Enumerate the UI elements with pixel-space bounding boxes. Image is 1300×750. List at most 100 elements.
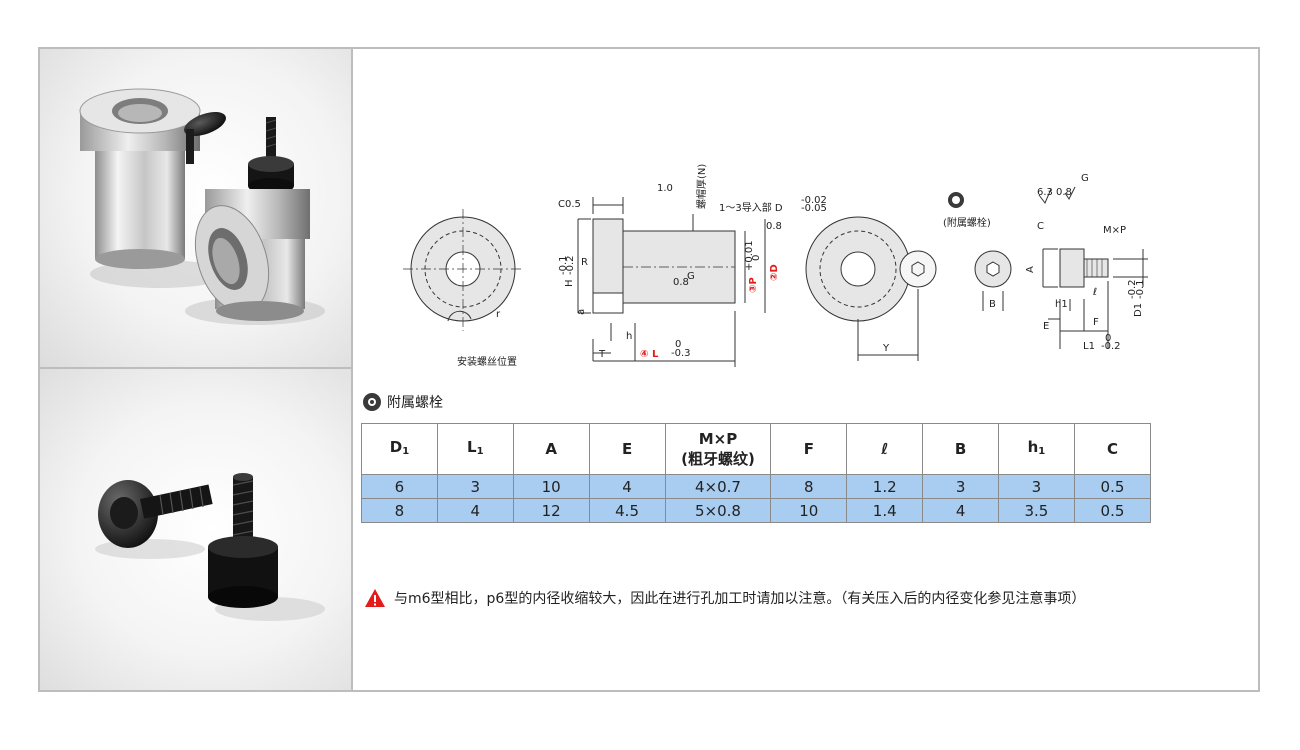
table-header-cell: E [588,423,666,475]
table-cell: 10 [770,498,848,523]
header-main: F [803,440,814,458]
warning-note-text: 与m6型相比，p6型的内径收缩较大，因此在进行孔加工时请加以注意。（有关压入后的… [394,591,1086,607]
table-cell: 1.4 [846,498,924,523]
label-H: H [564,279,575,287]
label-lead-in: 1～3导入部 D [719,201,783,214]
table-cell: 1.2 [846,474,924,499]
label-T: T [598,349,606,360]
label-B: B [989,299,996,310]
label-P-tol-top: +0.01 [744,240,755,271]
label-L: ④ L [640,349,659,360]
header-main: L [467,437,477,456]
section-title-bolt: 附属螺栓 [363,392,443,412]
section-title-text: 附属螺栓 [387,395,443,411]
label-D1-tol-bot: -0.1 [1135,279,1146,299]
header-subscript: 1 [476,445,484,457]
product-frame: 安装螺丝位置 r C0.5 1.0 螺帽厚(N) 1～3导入部 D -0.02 … [38,47,1260,692]
table-cell: 0.5 [1073,474,1152,499]
label-F: F [1093,317,1099,328]
label-roughness-b: 0.8 [673,277,689,288]
table-cell: 12 [512,498,590,523]
table-cell: 4.5 [588,498,666,523]
header-line2: (粗牙螺纹) [681,450,755,468]
label-rough-08: 0.8 [1056,187,1072,198]
table-cell: 4×0.7 [664,474,772,499]
table-header-cell: A [512,423,590,475]
label-D1: D1 [1133,303,1144,317]
table-cell: 3.5 [997,498,1075,523]
table-header-cell: L1 [436,423,514,475]
label-roughness-a: 0.8 [766,221,782,232]
label-ell: ℓ [1093,287,1097,298]
label-h: h [626,331,632,342]
header-main: D [389,437,403,456]
table-cell: 6 [361,474,438,499]
warning-note: 与m6型相比，p6型的内径收缩较大，因此在进行孔加工时请加以注意。（有关压入后的… [364,588,1085,608]
table-cell: 3 [997,474,1075,499]
label-A: A [1025,266,1036,273]
label-nut-thickness: 螺帽厚(N) [695,164,708,209]
label-L1-tol-bot: -0.2 [1101,341,1121,352]
label-rough-G: G [1081,173,1089,184]
technical-drawing: 安装螺丝位置 r C0.5 1.0 螺帽厚(N) 1～3导入部 D -0.02 … [353,49,1260,409]
circle-bullet-icon [363,393,381,411]
product-photo-bushing [40,49,351,369]
label-lead-tol-bot: -0.05 [801,203,827,214]
table-cell: 0.5 [1073,498,1152,523]
label-a: a [576,309,587,315]
table-cell: 5×0.8 [664,498,772,523]
label-H-tol-top: -0.1 [558,255,569,275]
label-L-tol-bot: -0.3 [671,348,691,359]
label-L1: L1 [1083,341,1095,352]
table-cell: 8 [361,498,438,523]
header-main: A [545,440,557,458]
label-h1: h1 [1055,299,1068,310]
label-r: r [496,309,501,320]
header-main: h [1027,437,1039,456]
photo-column [40,49,353,690]
label-rough-63: 6.3 [1037,187,1053,198]
header-main: ℓ [881,440,889,458]
table-cell: 8 [770,474,848,499]
label-L1-tol-top: 0 [1105,333,1111,344]
label-lead-tol-top: -0.02 [801,195,827,206]
header-main: E [621,440,633,458]
table-cell: 4 [436,498,514,523]
label-Y: Y [882,343,890,354]
header-subscript: 1 [1038,445,1046,457]
table-header-cell: h1 [997,423,1075,475]
label-1-0: 1.0 [657,183,673,194]
label-E: E [1043,321,1049,332]
product-photo-bolts [40,369,351,690]
header-main: B [954,440,967,458]
table-cell: 4 [922,498,999,523]
table-cell: 10 [512,474,590,499]
label-P-tol-bot: 0 [751,255,762,261]
table-header-cell: B [922,423,999,475]
label-MxP: M×P [1103,225,1126,236]
table-header-cell: C [1073,423,1152,475]
header-subscript: 1 [402,445,410,457]
table-cell: 3 [436,474,514,499]
label-D1-tol-top: -0.2 [1127,279,1138,299]
label-c05: C0.5 [558,199,581,210]
label-H-tol-bot: -0.2 [565,255,576,275]
header-main: M×P [698,430,738,448]
label-L-tol-top: 0 [675,339,681,350]
label-bolt-heading: (附属螺栓) [943,216,991,229]
label-P: ③P [748,277,759,293]
table-header-cell: M×P (粗牙螺纹) [664,423,772,475]
header-main: C [1106,440,1118,458]
table-header-cell: ℓ [846,423,924,475]
label-G: G [687,271,695,282]
label-C: C [1037,221,1044,232]
table-cell: 3 [922,474,999,499]
label-D: ②D [769,264,780,281]
table-header-cell: F [770,423,848,475]
warning-icon [365,589,385,607]
label-R: R [581,257,588,268]
